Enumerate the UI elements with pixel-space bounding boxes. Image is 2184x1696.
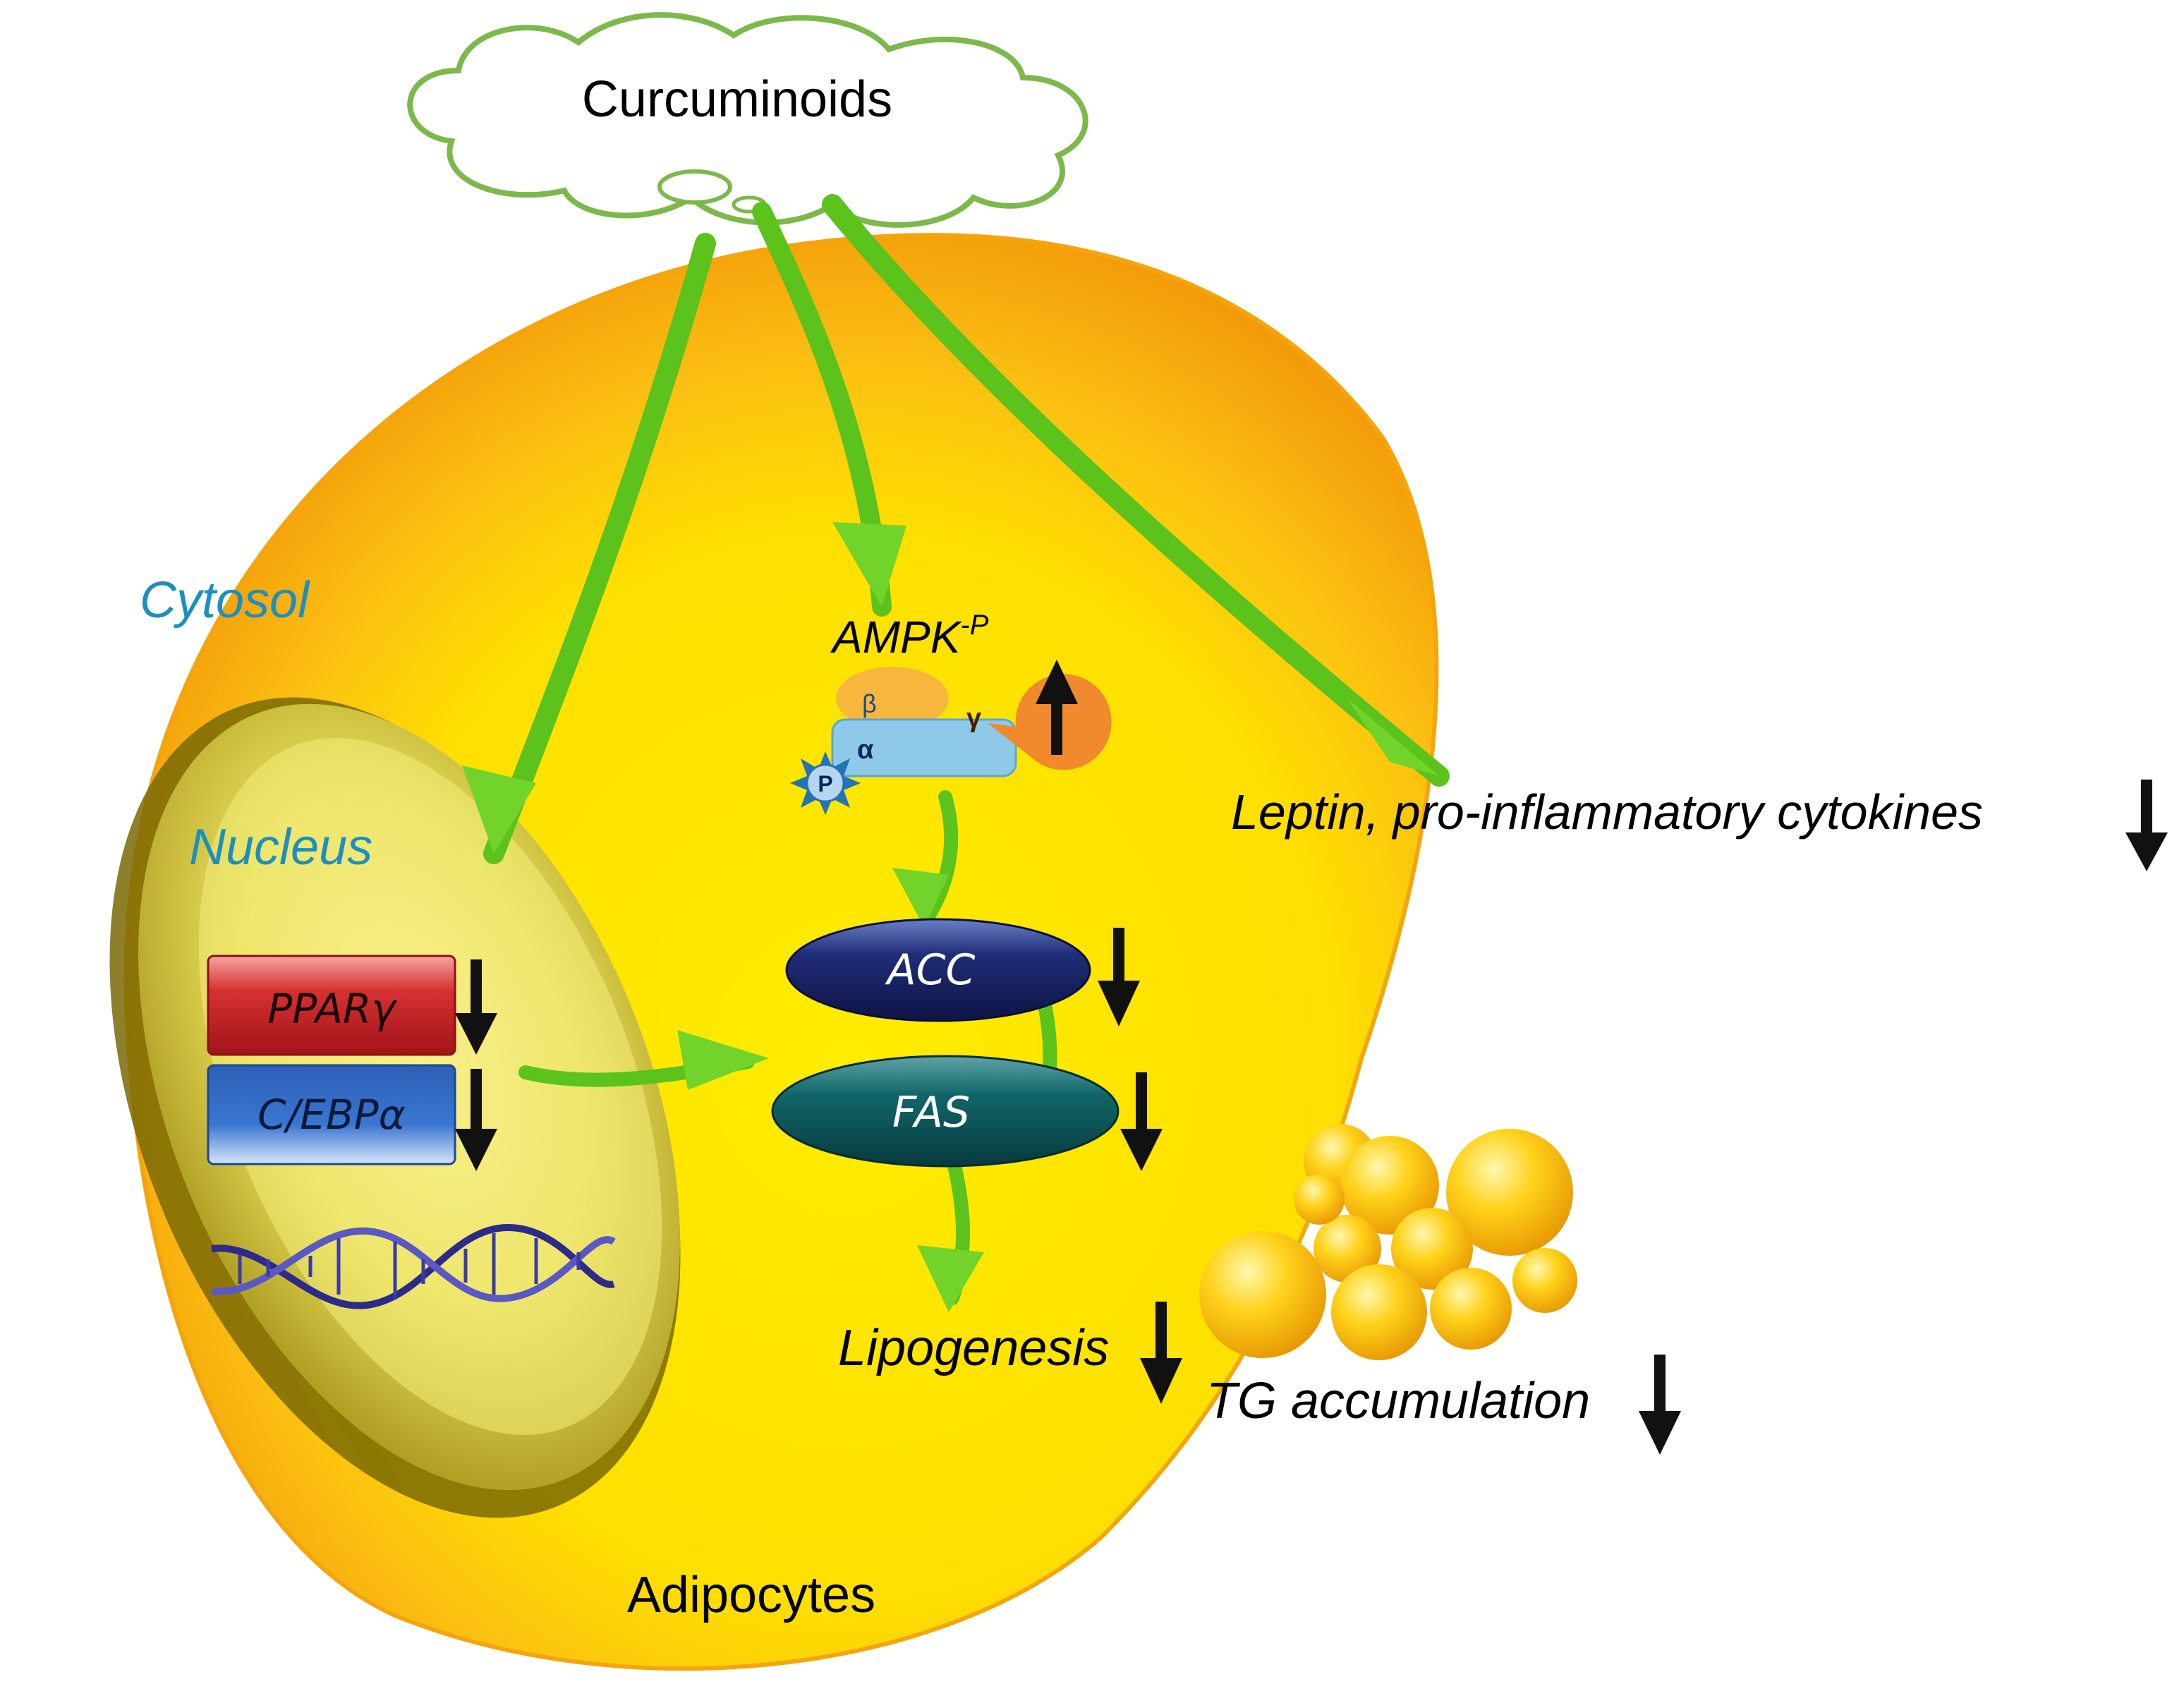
ppar-down-arrow-icon bbox=[455, 959, 497, 1055]
ampk-gamma-subunit bbox=[988, 674, 1112, 770]
cytokines-down-arrow-icon bbox=[2125, 780, 2168, 871]
fas-label: FAS bbox=[892, 1088, 970, 1137]
phospho-label: P bbox=[818, 771, 832, 796]
cebp-alpha-box bbox=[207, 1064, 456, 1165]
ppar-gamma-box bbox=[207, 955, 456, 1056]
acc-down-arrow-icon bbox=[1098, 928, 1140, 1026]
lipogenesis-down-arrow-icon bbox=[1140, 1302, 1182, 1404]
ampk-alpha-subunit bbox=[831, 718, 1017, 777]
enzymes bbox=[771, 918, 1120, 1168]
ampk-alpha-label: α bbox=[857, 735, 873, 765]
lipogenesis-label: Lipogenesis bbox=[838, 1320, 1109, 1376]
curcuminoid-effect-arrows bbox=[462, 194, 1450, 864]
fas-enzyme bbox=[771, 1055, 1120, 1168]
ampk-beta-label: β bbox=[862, 689, 877, 718]
regulation-arrows bbox=[455, 660, 2168, 1455]
acc-label: ACC bbox=[885, 945, 976, 995]
arrow-to-nucleus bbox=[483, 233, 716, 864]
transcription-factors bbox=[207, 955, 456, 1165]
fas-down-arrow-icon bbox=[1120, 1072, 1163, 1171]
lipid-droplets bbox=[1199, 1124, 1577, 1360]
cebp-down-arrow-icon bbox=[455, 1069, 497, 1171]
arrow-to-cytokines bbox=[822, 194, 1450, 787]
ampk-beta-subunit bbox=[836, 667, 949, 730]
ampk-gamma-label: γ bbox=[966, 703, 981, 733]
acc-enzyme bbox=[785, 918, 1091, 1022]
tg-down-arrow-icon bbox=[1639, 1355, 1681, 1455]
ampk-complex bbox=[790, 667, 1112, 815]
ppar-gamma-label: PPARγ bbox=[267, 985, 397, 1033]
cytosol-label: Cytosol bbox=[140, 572, 310, 629]
cytokines-label: Leptin, pro-inflammatory cytokines bbox=[1231, 785, 1983, 840]
curcuminoids-label: Curcuminoids bbox=[582, 71, 892, 128]
ampk-up-arrow-icon bbox=[1036, 660, 1078, 755]
cebp-alpha-label: C/EBPα bbox=[257, 1091, 406, 1139]
nucleus-label: Nucleus bbox=[189, 819, 372, 876]
adipocytes-label: Adipocytes bbox=[627, 1567, 875, 1623]
curcuminoids-cloud bbox=[407, 12, 1088, 228]
tg-accumulation-label: TG accumulation bbox=[1206, 1373, 1590, 1429]
dna-helix-icon bbox=[211, 1223, 616, 1309]
ampk-label: AMPK-P bbox=[830, 610, 989, 662]
